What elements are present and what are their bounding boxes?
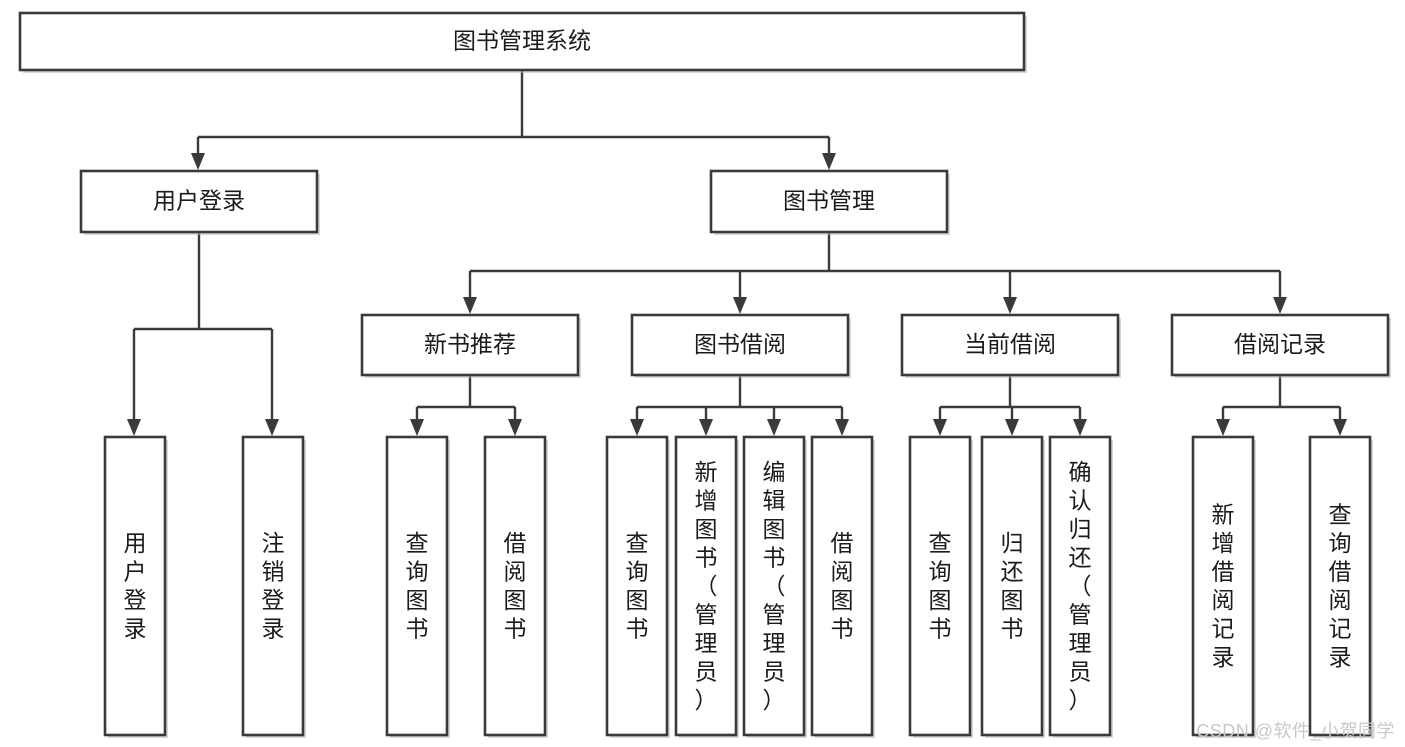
connector-records-to-leaves (1216, 375, 1347, 436)
node-label: 查询图书 (929, 530, 952, 642)
leaf-node[interactable]: 查询图书 (385, 435, 450, 738)
leaf-node[interactable]: 查询借阅记录 (1308, 435, 1373, 738)
node-label: 查询图书 (626, 530, 649, 642)
leaf-node[interactable]: 查询图书 (908, 435, 973, 738)
root-node[interactable]: 图书管理系统 (18, 11, 1027, 73)
node-label: 图书管理 (783, 188, 875, 214)
node-label: 借阅记录 (1234, 331, 1326, 357)
node-label: 用户登录 (124, 530, 147, 642)
node-label: 图书管理系统 (453, 28, 591, 54)
leaf-node[interactable]: 借阅图书 (810, 435, 875, 738)
connector-layer (127, 70, 1347, 436)
level3-node[interactable]: 借阅记录 (1170, 313, 1391, 378)
node-label: 借阅图书 (504, 530, 527, 642)
leaf-node[interactable]: 借阅图书 (483, 435, 548, 738)
node-label: 注销登录 (262, 530, 285, 642)
leaf-node[interactable]: 新增图书（管理员） (674, 435, 739, 738)
node-label: 新书推荐 (424, 331, 516, 357)
connector-new-book-to-leaves (410, 375, 522, 436)
node-layer: 图书管理系统用户登录图书管理新书推荐图书借阅当前借阅借阅记录用户登录注销登录查询… (18, 11, 1391, 738)
node-label: 查询借阅记录 (1329, 502, 1352, 671)
level2-node[interactable]: 用户登录 (79, 169, 320, 235)
leaf-node[interactable]: 确认归还（管理员） (1048, 435, 1113, 738)
node-label: 新增借阅记录 (1212, 502, 1235, 671)
node-label: 借阅图书 (831, 530, 854, 642)
connector-borrow-to-leaves (630, 375, 849, 436)
level3-node[interactable]: 新书推荐 (360, 313, 581, 378)
leaf-node[interactable]: 查询图书 (605, 435, 670, 738)
leaf-node[interactable]: 新增借阅记录 (1191, 435, 1256, 738)
level3-node[interactable]: 图书借阅 (630, 313, 851, 378)
connector-user-login-to-leaves (127, 232, 279, 436)
connector-current-borrow-to-leaves (933, 375, 1087, 436)
node-label: 归还图书 (1001, 530, 1024, 642)
leaf-node[interactable]: 归还图书 (980, 435, 1045, 738)
connector-book-mgmt-to-level3 (463, 232, 1287, 314)
node-label: 图书借阅 (694, 331, 786, 357)
connector-root-to-level2 (191, 70, 836, 170)
level2-node[interactable]: 图书管理 (709, 169, 950, 235)
leaf-node[interactable]: 用户登录 (103, 435, 168, 738)
node-label: 用户登录 (153, 188, 245, 214)
leaf-node[interactable]: 注销登录 (241, 435, 306, 738)
level3-node[interactable]: 当前借阅 (900, 313, 1121, 378)
node-label: 当前借阅 (964, 331, 1056, 357)
leaf-node[interactable]: 编辑图书（管理员） (742, 435, 807, 738)
node-label: 查询图书 (406, 530, 429, 642)
node-label: 确认归还（管理员） (1069, 459, 1092, 713)
node-label: 编辑图书（管理员） (763, 459, 786, 713)
node-label: 新增图书（管理员） (695, 459, 718, 713)
